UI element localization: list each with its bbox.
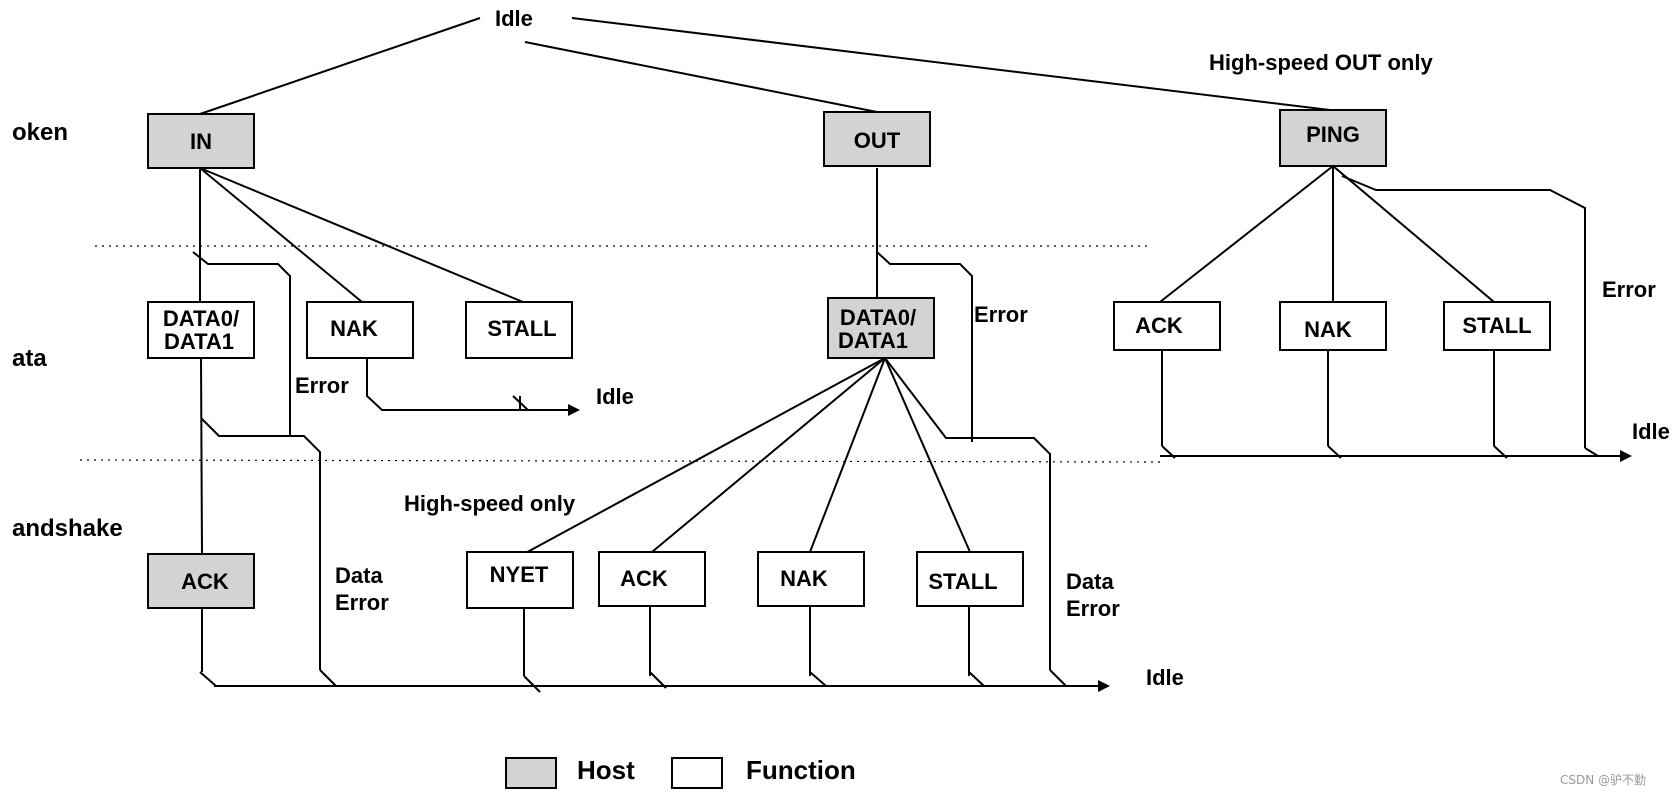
node-ping-ack-label: ACK [1135,313,1183,338]
node-in-data: DATA0/ DATA1 [147,301,255,359]
node-out-nyet-label: NYET [490,562,549,587]
node-in-stall-label: STALL [487,316,556,341]
node-out-nyet: NYET [466,551,574,609]
node-out-data: DATA0/ DATA1 [827,297,935,359]
node-in-data-line2: DATA1 [164,329,234,354]
data-handshake-separator [79,459,1161,463]
legend: Host Function [505,755,856,789]
idle-ping-label: Idle [1632,419,1670,444]
idle-in-label: Idle [596,384,634,409]
legend-host-swatch [505,757,557,789]
idle-bottom-label: Idle [1146,665,1184,690]
node-out-nak: NAK [757,551,865,607]
node-out-ack-label: ACK [620,566,668,591]
legend-function-label: Function [746,755,856,785]
phase-label-handshake: andshake [12,515,123,542]
out-data-error-label-2: Error [1066,596,1120,621]
node-out-data-line1: DATA0/ [840,305,916,330]
idle-top-label: Idle [495,6,533,31]
node-in-ack: ACK [147,553,255,609]
out-data-error-label-1: Data [1066,569,1114,594]
in-data-error-label-2: Error [335,590,389,615]
node-in-data-line1: DATA0/ [163,306,239,331]
node-ping-nak: NAK [1279,301,1387,351]
node-out-stall-label: STALL [928,569,997,594]
node-in-nak: NAK [306,301,414,359]
node-out-stall: STALL [916,551,1024,607]
node-out-label: OUT [854,128,901,153]
high-speed-out-only-label: High-speed OUT only [1209,50,1433,75]
node-out-data-line2: DATA1 [838,328,908,353]
node-in-nak-label: NAK [330,316,378,341]
node-in-token: IN [147,113,255,169]
node-in-stall: STALL [465,301,573,359]
node-ping-stall: STALL [1443,301,1551,351]
node-in-ack-label: ACK [181,569,229,594]
watermark: CSDN @驴不勤 [1560,772,1646,787]
node-ping-nak-label: NAK [1304,317,1352,342]
legend-host-label: Host [577,755,635,785]
node-out-nak-label: NAK [780,566,828,591]
node-out-token: OUT [823,111,931,167]
phase-label-data: ata [12,345,47,372]
node-in-label: IN [190,129,212,154]
out-error-label: Error [974,302,1028,327]
phase-label-token: oken [12,119,68,146]
node-ping-ack: ACK [1113,301,1221,351]
in-error-label: Error [295,373,349,398]
in-data-error-label-1: Data [335,563,383,588]
node-ping-token: PING [1279,109,1387,167]
legend-function-swatch [671,757,723,789]
high-speed-only-label: High-speed only [404,491,576,516]
node-ping-stall-label: STALL [1462,313,1531,338]
node-out-ack: ACK [598,551,706,607]
node-ping-label: PING [1306,122,1360,147]
connector-lines [192,17,1632,693]
ping-error-label: Error [1602,277,1656,302]
